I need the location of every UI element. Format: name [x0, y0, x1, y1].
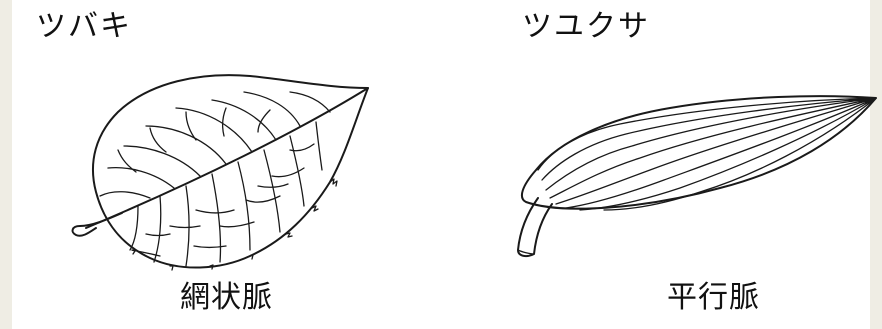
- camellia-name: ツバキ: [36, 9, 132, 44]
- camellia-secondary-veins: [99, 91, 331, 267]
- dayflower-sheath-tip: [517, 249, 535, 255]
- dayflower-leaf-outline: [520, 95, 877, 210]
- dayflower-leaf-drawing: [517, 95, 877, 258]
- dayflower-name: ツユクサ: [522, 9, 650, 44]
- camellia-leaf-serration: [131, 178, 338, 271]
- parallel-venation-label: 平行脈: [667, 280, 760, 315]
- camellia-tertiary-net: [117, 107, 315, 257]
- camellia-leaf-drawing: [71, 74, 369, 271]
- figure-panel: [12, 0, 870, 329]
- camellia-leaf-outline: [92, 74, 369, 269]
- camellia-petiole: [71, 212, 123, 237]
- camellia-midrib: [85, 87, 369, 229]
- netted-venation-label: 網状脈: [180, 280, 273, 315]
- dayflower-parallel-veins: [537, 97, 877, 211]
- dayflower-sheath: [517, 197, 553, 258]
